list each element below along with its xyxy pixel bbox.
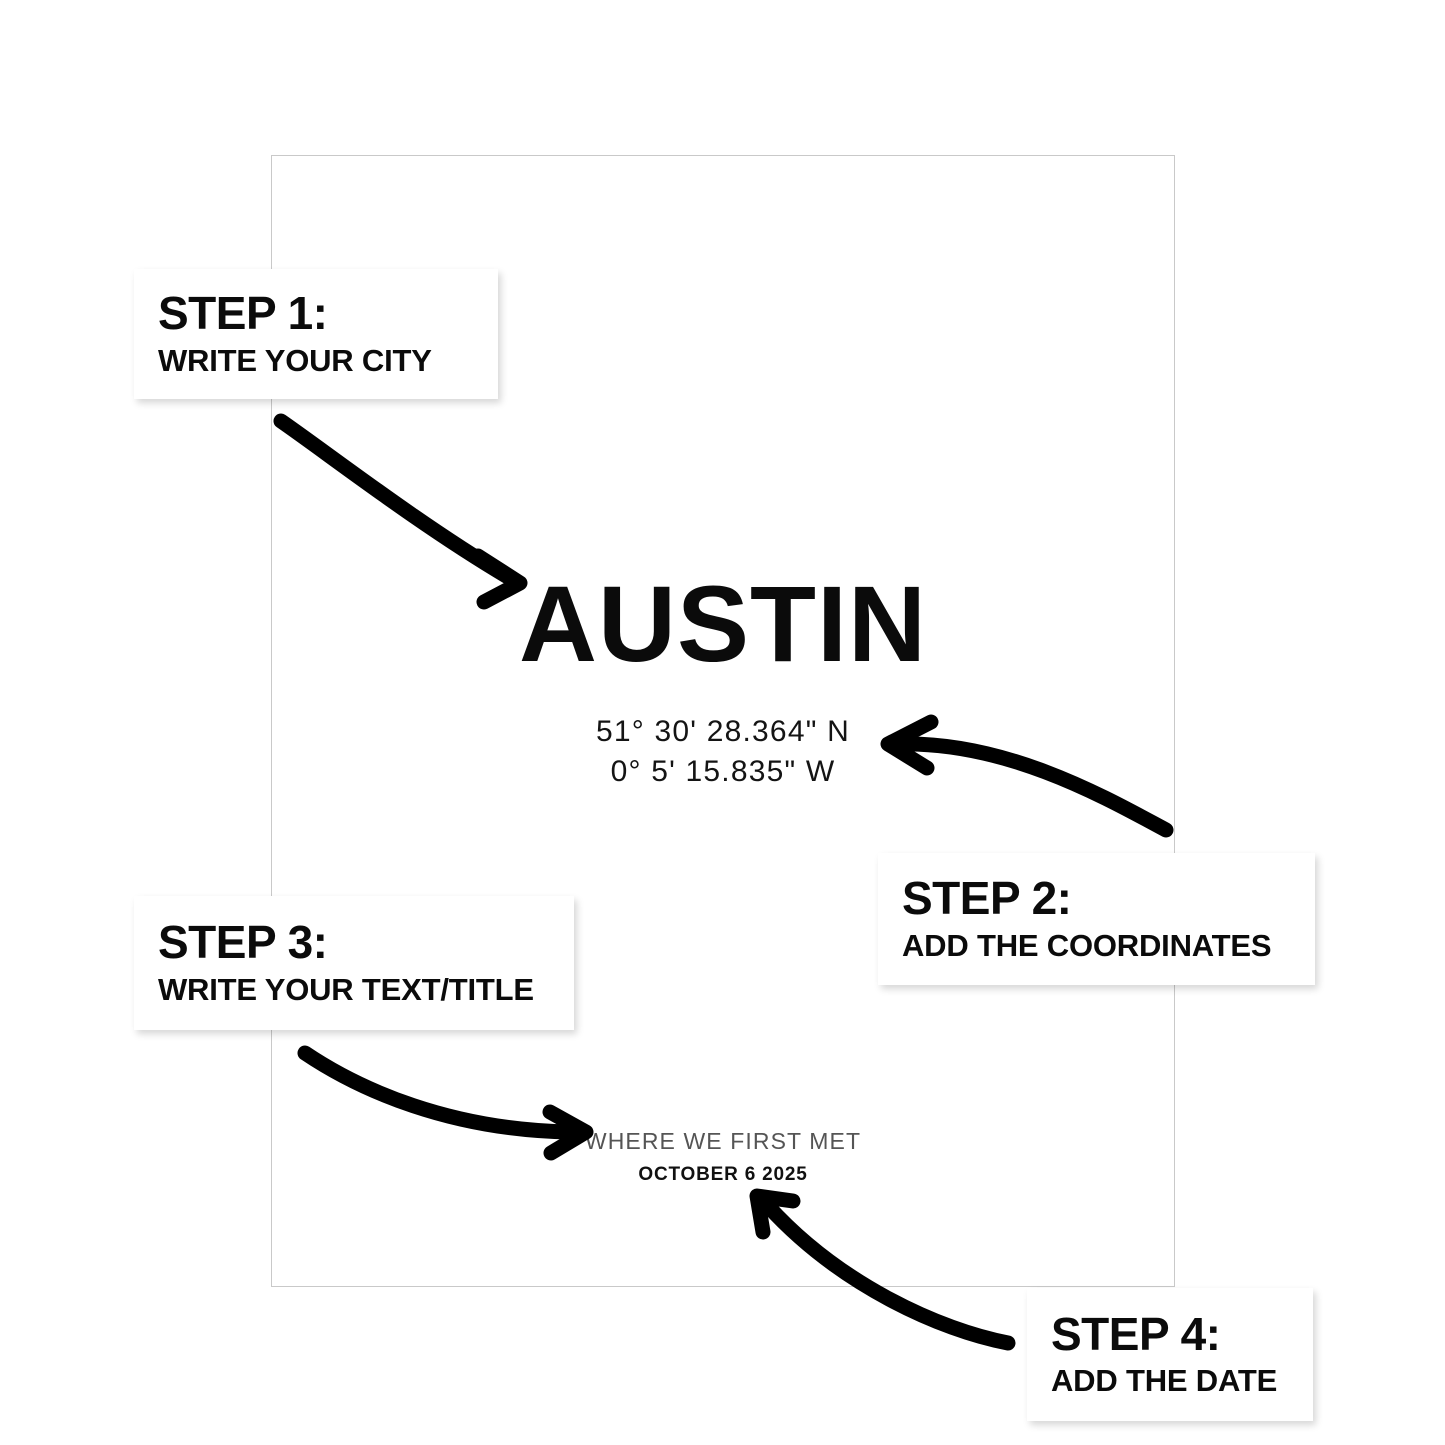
step-2-subtitle: ADD THE COORDINATES [902,927,1272,963]
poster-subtitle-text[interactable]: WHERE WE FIRST MET [584,1128,862,1154]
step-4-subtitle: ADD THE DATE [1051,1363,1278,1399]
step-label-box-4[interactable]: STEP 4: ADD THE DATE [1027,1288,1313,1421]
step-4-title: STEP 4: [1051,1307,1221,1360]
poster-latitude-text[interactable]: 51° 30' 28.364" N [596,715,850,748]
poster-date-text[interactable]: OCTOBER 6 2025 [638,1164,808,1185]
poster-coordinates-block[interactable]: 51° 30' 28.364" N 0° 5' 15.835" W [271,712,1175,792]
step-label-box-2[interactable]: STEP 2: ADD THE COORDINATES [878,853,1315,985]
step-1-title: STEP 1: [158,287,328,339]
step-2-title: STEP 2: [902,872,1072,924]
step-3-subtitle: WRITE YOUR TEXT/TITLE [158,971,534,1007]
step-label-box-1[interactable]: STEP 1: WRITE YOUR CITY [134,269,498,399]
step-label-box-3[interactable]: STEP 3: WRITE YOUR TEXT/TITLE [134,896,574,1030]
step-3-title: STEP 3: [158,916,328,968]
poster-longitude-text[interactable]: 0° 5' 15.835" W [610,754,836,788]
step-1-subtitle: WRITE YOUR CITY [158,342,432,378]
poster-city-text[interactable]: AUSTIN [519,563,927,684]
